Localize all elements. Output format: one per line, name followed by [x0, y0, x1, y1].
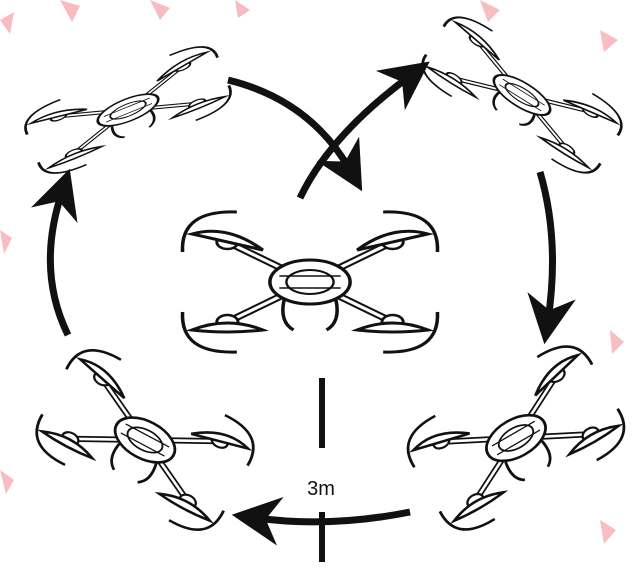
arrow-top: [228, 80, 350, 170]
center-drone: [182, 212, 437, 352]
drone-bottom-right: [397, 335, 634, 541]
arrow-left: [50, 192, 68, 335]
arrow-center-out: [300, 76, 410, 198]
drone-bottom-left: [26, 339, 263, 541]
arrow-bottom: [256, 512, 410, 522]
arrow-right: [540, 172, 553, 320]
drone-top-right: [414, 8, 629, 182]
radius-label: 3m: [296, 478, 346, 500]
drone-top-left: [20, 39, 237, 181]
